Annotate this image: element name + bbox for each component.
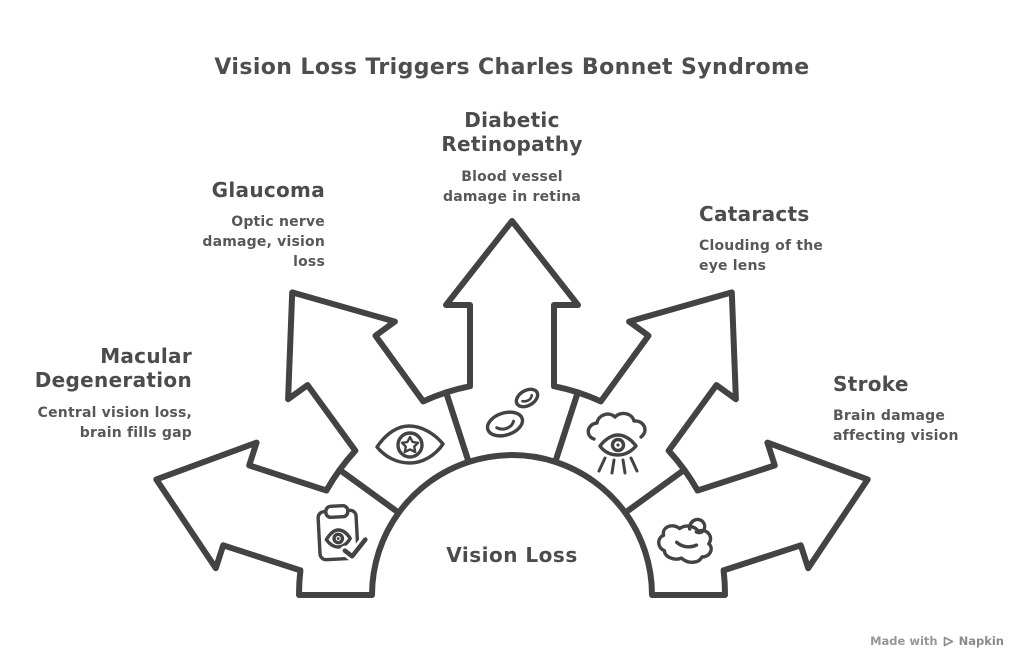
segment-arrow-glaucoma	[285, 289, 472, 516]
segment-description: Central vision loss, brain fills gap	[37, 404, 192, 441]
napkin-logo-icon	[943, 636, 953, 646]
napkin-attribution[interactable]: Made with Napkin	[870, 634, 1004, 648]
segment-description: Brain damage affecting vision	[833, 408, 959, 445]
segment-title: Stroke	[833, 372, 909, 396]
eye-icon	[375, 424, 445, 465]
segment-title: Cataracts	[699, 202, 810, 226]
center-label: Vision Loss	[446, 543, 578, 567]
segment-label-glaucoma: Glaucoma Optic nerve damage, vision loss	[135, 178, 325, 273]
segment-arrow-cataracts	[552, 289, 739, 516]
segment-label-diabetic-retinopathy: Diabetic Retinopathy Blood vessel damage…	[362, 108, 662, 208]
segment-label-macular-degeneration: Macular Degeneration Central vision loss…	[0, 344, 192, 444]
made-with-text: Made with	[870, 634, 938, 648]
segment-arrow-macular-degeneration	[153, 439, 402, 598]
segment-description: Optic nerve damage, vision loss	[202, 214, 325, 271]
segment-description: Blood vessel damage in retina	[442, 168, 582, 205]
segment-title: Diabetic Retinopathy	[441, 108, 583, 157]
segment-title: Macular Degeneration	[34, 344, 192, 393]
clouded-eye-icon	[586, 411, 647, 475]
blood-cells-icon	[485, 387, 540, 438]
segment-arrow-stroke	[622, 439, 871, 598]
diagram-title: Vision Loss Triggers Charles Bonnet Synd…	[214, 55, 810, 80]
segment-label-stroke: Stroke Brain damage affecting vision	[833, 372, 1013, 447]
brand-text: Napkin	[958, 634, 1004, 648]
segment-label-cataracts: Cataracts Clouding of the eye lens	[699, 202, 899, 277]
segment-description: Clouding of the eye lens	[699, 238, 824, 275]
brain-icon	[657, 517, 713, 564]
clipboard-eye-icon	[316, 504, 371, 562]
segment-title: Glaucoma	[211, 178, 325, 202]
segment-arrow-diabetic-retinopathy	[443, 218, 581, 465]
